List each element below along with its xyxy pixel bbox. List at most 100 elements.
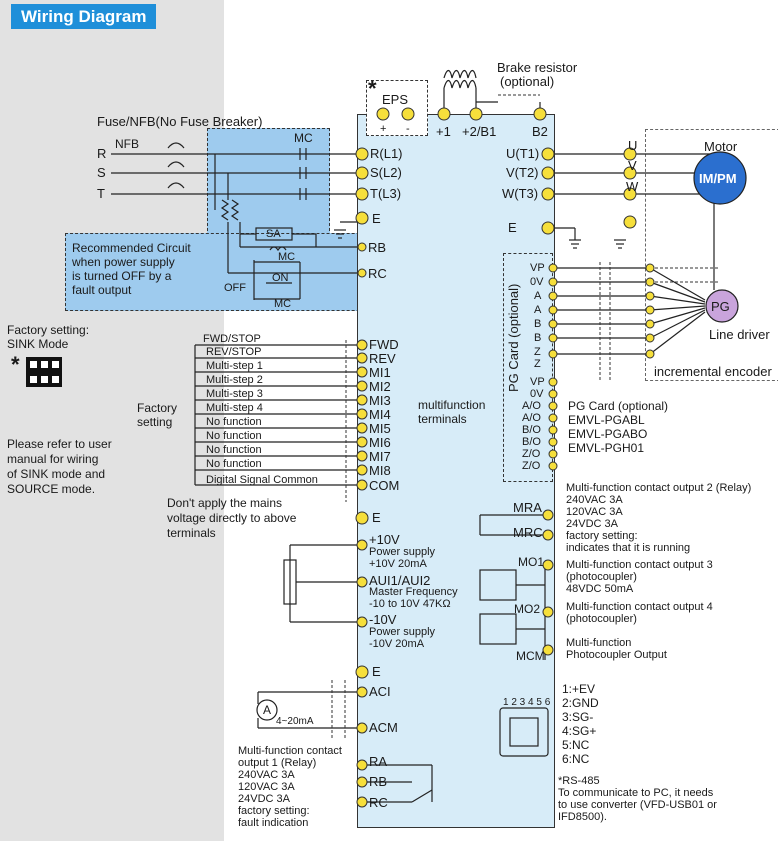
pg-signal-0v: 0V xyxy=(530,276,544,288)
func-none-4: No function xyxy=(206,458,262,470)
sink-star: * xyxy=(11,352,20,377)
recommended-line-2: when power supply xyxy=(72,255,175,269)
terminal-rc-top: RC xyxy=(368,266,387,281)
warning-3: terminals xyxy=(167,526,216,540)
func-none-2: No function xyxy=(206,430,262,442)
nfb-label: NFB xyxy=(115,137,139,151)
rs485-pin-header: 1 2 3 4 5 6 xyxy=(503,697,551,708)
rs485-pin-4: 4:SG+ xyxy=(562,724,597,738)
terminal-mi7: MI7 xyxy=(369,449,391,464)
sink-mode: SINK Mode xyxy=(7,337,69,351)
pg-out-zo-bar: Z/O xyxy=(522,460,541,472)
warning-2: voltage directly to above xyxy=(167,511,297,525)
relay2-desc-2: 240VAC 3A xyxy=(566,494,623,506)
terminal-t-l3: T(L3) xyxy=(370,186,402,201)
eps-star: * xyxy=(368,76,377,101)
eps-box xyxy=(366,80,428,136)
mo1-desc-2: (photocoupler) xyxy=(566,571,637,583)
rs485-note-3: to use converter (VFD-USB01 or xyxy=(558,799,717,811)
phase-v: V xyxy=(628,158,637,173)
terminal-plus2-b1: +2/B1 xyxy=(462,124,497,139)
left-gray-area xyxy=(0,0,224,841)
terminal-b2: B2 xyxy=(532,124,548,139)
recommended-line-4: fault output xyxy=(72,283,132,297)
terminal-minus10v: -10V xyxy=(369,612,397,627)
encoder-label: incremental encoder xyxy=(654,364,772,379)
pg-signal-a: A xyxy=(534,290,542,302)
terminal-mo1: MO1 xyxy=(518,555,545,569)
terminal-aci: ACI xyxy=(369,684,391,699)
encoder-box xyxy=(645,129,778,381)
rs485-note-4: IFD8500). xyxy=(558,811,607,823)
pg-signal-z-bar: Z xyxy=(534,358,541,370)
terminal-w-t3: W(T3) xyxy=(502,186,539,201)
terminal-mcm: MCM xyxy=(516,649,545,663)
rs485-note-1: *RS-485 xyxy=(558,775,600,787)
mo2-desc-1: Multi-function contact output 4 xyxy=(566,601,713,613)
eps-plus: + xyxy=(380,123,387,135)
terminal-fwd: FWD xyxy=(369,337,399,352)
pg-out-zo: Z/O xyxy=(522,448,541,460)
terminal-mi8: MI8 xyxy=(369,463,391,478)
mc3-label: MC xyxy=(274,298,292,310)
terminal-rc: RC xyxy=(369,795,388,810)
sink-note-1: Please refer to user xyxy=(7,437,112,451)
sink-note-4: SOURCE mode. xyxy=(7,482,96,496)
terminal-mi2: MI2 xyxy=(369,379,391,394)
pg-signal-vp: VP xyxy=(530,262,545,274)
eps-minus: - xyxy=(406,123,410,135)
rs485-pin-5: 5:NC xyxy=(562,738,590,752)
pg-signal-a-bar: A xyxy=(534,304,542,316)
phase-u: U xyxy=(628,138,638,153)
mo1-desc-3: 48VDC 50mA xyxy=(566,583,634,595)
func-multistep-4: Multi-step 4 xyxy=(206,402,263,414)
rs485-pin-6: 6:NC xyxy=(562,752,590,766)
relay1-desc-1: Multi-function contact xyxy=(238,745,342,757)
factory-setting-1: Factory xyxy=(137,401,178,415)
relay2-desc-6: indicates that it is running xyxy=(566,542,691,554)
terminal-s-l2: S(L2) xyxy=(370,165,402,180)
terminal-mi6: MI6 xyxy=(369,435,391,450)
terminal-e: E xyxy=(372,211,381,226)
on-label: ON xyxy=(272,272,289,284)
pg-out-bo: B/O xyxy=(522,424,541,436)
relay1-desc-4: 120VAC 3A xyxy=(238,781,295,793)
pg-cards-title: PG Card (optional) xyxy=(568,399,669,413)
recommended-circuit-region xyxy=(207,128,330,236)
recommended-line-3: is turned OFF by a xyxy=(72,269,172,283)
pg-out-bo-bar: B/O xyxy=(522,436,541,448)
terminal-mrc: MRC xyxy=(513,525,543,540)
motor-icon xyxy=(693,151,747,205)
pg-out-ao: A/O xyxy=(522,400,541,412)
func-rev-stop: REV/STOP xyxy=(206,346,262,358)
input-s: S xyxy=(97,165,106,180)
input-t: T xyxy=(97,186,105,201)
multifunction-1: multifunction xyxy=(418,398,486,412)
terminal-e-analog: E xyxy=(372,510,381,525)
drive-panel xyxy=(357,114,555,828)
sa-label: SA xyxy=(266,228,281,240)
brake-resistor-optional: (optional) xyxy=(500,74,555,89)
terminal-plus10v: +10V xyxy=(369,532,400,547)
pg-card-box xyxy=(503,253,553,482)
terminal-rb-top: RB xyxy=(368,240,387,255)
mc-label: MC xyxy=(294,131,313,145)
motor-label: IM/PM xyxy=(699,171,737,186)
factory-setting-2: setting xyxy=(137,415,173,429)
func-fwd-stop: FWD/STOP xyxy=(203,333,261,345)
func-none-1: No function xyxy=(206,416,262,428)
warning-1: Don't apply the mains xyxy=(167,496,283,510)
func-multistep-2: Multi-step 2 xyxy=(206,374,263,386)
phase-w: W xyxy=(626,179,639,194)
relay2-desc-5: factory setting: xyxy=(566,530,638,542)
input-r: R xyxy=(97,146,107,161)
fuse-label: Fuse/NFB(No Fuse Breaker) xyxy=(97,114,263,129)
pg-card-2: EMVL-PGABO xyxy=(568,427,648,441)
pg-encoder-icon xyxy=(705,289,739,323)
func-none-3: No function xyxy=(206,444,262,456)
terminal-e-aci: E xyxy=(372,664,381,679)
sink-factory: Factory setting: xyxy=(7,323,90,337)
terminal-mra: MRA xyxy=(513,500,542,515)
minus10v-desc-2: -10V 20mA xyxy=(369,638,425,650)
